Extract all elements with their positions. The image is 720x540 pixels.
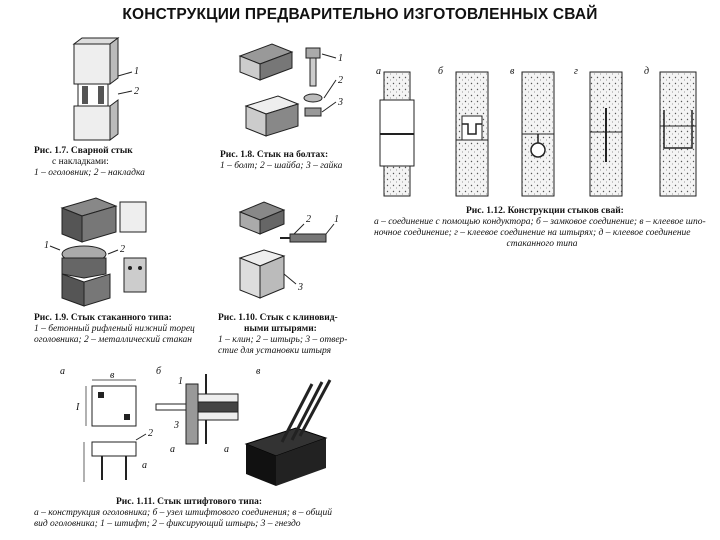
fig110-caption-legend1: 1 – клин; 2 – штырь; 3 – отвер- (218, 335, 348, 345)
figure-1-10-caption: Рис. 1.10. Стык с клиновид- ными штырями… (218, 313, 368, 357)
fig110-label-1: 1 (334, 214, 339, 225)
fig111-caption-legend2: вид оголовника; 1 – штифт; 2 – фиксирующ… (34, 519, 301, 529)
fig19-caption-legend2: оголовника; 2 – металлический стакан (34, 335, 192, 345)
fig111-label-a2: а (142, 460, 147, 471)
figure-1-8-caption: Рис. 1.8. Стык на болтах: 1 – болт; 2 – … (220, 150, 370, 172)
fig111-label-3: 3 (173, 420, 179, 431)
fig112-panel-a: а (376, 66, 381, 77)
figure-1-8-bolt-joint: 1 2 3 (232, 36, 362, 146)
fig18-caption-title: Рис. 1.8. Стык на болтах: (220, 150, 329, 160)
fig110-caption-title: Рис. 1.10. Стык с клиновид- (218, 313, 338, 323)
fig111-label-a4: а (224, 444, 229, 455)
fig111-label-2a: 2 (148, 428, 153, 439)
fig19-caption-legend1: 1 – бетонный рифленый нижний торец (34, 324, 195, 334)
fig18-label-1: 1 (338, 53, 343, 64)
fig112-caption-legend2: ночное соединение; г – клеевое соединени… (374, 228, 691, 238)
fig111-label-a: а (60, 366, 65, 377)
fig112-panel-d: д (644, 66, 649, 77)
fig17-caption-legend: 1 – оголовник; 2 – накладка (34, 168, 145, 178)
figure-1-9-caption: Рис. 1.9. Стык стаканного типа: 1 – бето… (34, 313, 224, 346)
figure-1-11-caption: Рис. 1.11. Стык штифтового типа: а – кон… (34, 497, 364, 530)
fig17-caption-title: Рис. 1.7. Сварной стык (34, 146, 133, 156)
fig111-caption-legend1: а – конструкция оголовника; б – узел шти… (34, 508, 332, 518)
fig112-panel-g: г (574, 66, 578, 77)
fig110-caption-legend2: стие для установки штыря (218, 346, 331, 356)
fig112-panel-v: в (510, 66, 515, 77)
fig111-label-v: в (256, 366, 261, 377)
fig110-caption-line2: ными штырями: (244, 324, 317, 334)
page-title: КОНСТРУКЦИИ ПРЕДВАРИТЕЛЬНО ИЗГОТОВЛЕННЫХ… (122, 6, 598, 23)
fig19-caption-title: Рис. 1.9. Стык стаканного типа: (34, 313, 172, 323)
fig18-caption-legend: 1 – болт; 2 – шайба; 3 – гайка (220, 161, 343, 171)
fig112-panel-b: б (438, 66, 444, 77)
fig19-label-2: 2 (120, 244, 125, 255)
figure-1-11-pin-joint: а б в I в 2 а 1 3 а а (56, 364, 346, 492)
fig110-label-2: 2 (306, 214, 311, 225)
figure-1-12-pile-joint-types: а б в г д (374, 64, 710, 198)
fig111-label-1: 1 (178, 376, 183, 387)
fig19-label-1: 1 (44, 240, 49, 251)
fig111-label-dim-b: в (110, 370, 115, 381)
figure-1-12-caption: Рис. 1.12. Конструкции стыков свай: а – … (374, 206, 710, 250)
fig17-caption-line2: с накладками: (52, 157, 109, 167)
figure-1-7-caption: Рис. 1.7. Сварной стык с накладками: 1 –… (34, 146, 184, 179)
fig18-label-2: 2 (338, 75, 343, 86)
fig112-caption-legend3: стаканного типа (506, 239, 578, 249)
figure-1-10-wedge-pin-joint: 1 2 3 (234, 194, 344, 306)
figure-1-9-socket-joint: 1 2 (44, 196, 164, 308)
figure-1-7-welded-joint: 1 2 (60, 36, 150, 146)
fig111-label-a3: а (170, 444, 175, 455)
fig18-label-3: 3 (337, 97, 343, 108)
fig112-caption-title: Рис. 1.12. Конструкции стыков свай: (466, 206, 624, 216)
fig111-label-dim-v: I (75, 402, 80, 413)
fig110-label-3: 3 (297, 282, 303, 293)
fig17-label-1: 1 (134, 66, 139, 77)
fig112-caption-legend1: а – соединение с помощью кондуктора; б –… (374, 217, 706, 227)
fig17-label-2: 2 (134, 86, 139, 97)
fig111-caption-title: Рис. 1.11. Стык штифтового типа: (116, 497, 263, 507)
fig111-label-b: б (156, 366, 162, 377)
